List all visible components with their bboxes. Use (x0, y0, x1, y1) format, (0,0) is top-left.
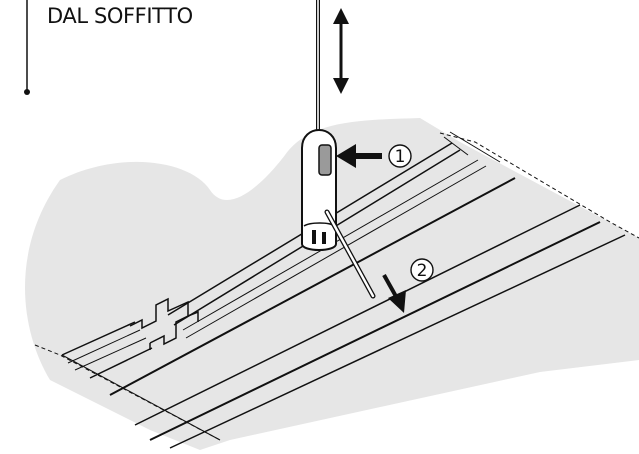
angled-wire (324, 209, 376, 299)
leader-dot (24, 89, 30, 95)
ceiling-surface (25, 118, 639, 450)
pull-arrow-icon (382, 274, 406, 313)
rail-end-notch-2 (149, 310, 199, 350)
up-down-arrow-icon (333, 8, 349, 94)
push-arrow-icon (336, 144, 382, 168)
rail-end-notch (129, 297, 189, 346)
step-1-marker: 1 (388, 144, 412, 168)
step-1-number: 1 (395, 147, 406, 167)
clamp-body (301, 129, 337, 251)
step-2-number: 2 (417, 261, 428, 281)
caption-label: DAL SOFFITTO (47, 4, 193, 28)
release-tab (318, 144, 332, 176)
step-2-marker: 2 (410, 258, 434, 282)
top-edge (443, 136, 469, 156)
top-edge-2 (449, 131, 501, 163)
